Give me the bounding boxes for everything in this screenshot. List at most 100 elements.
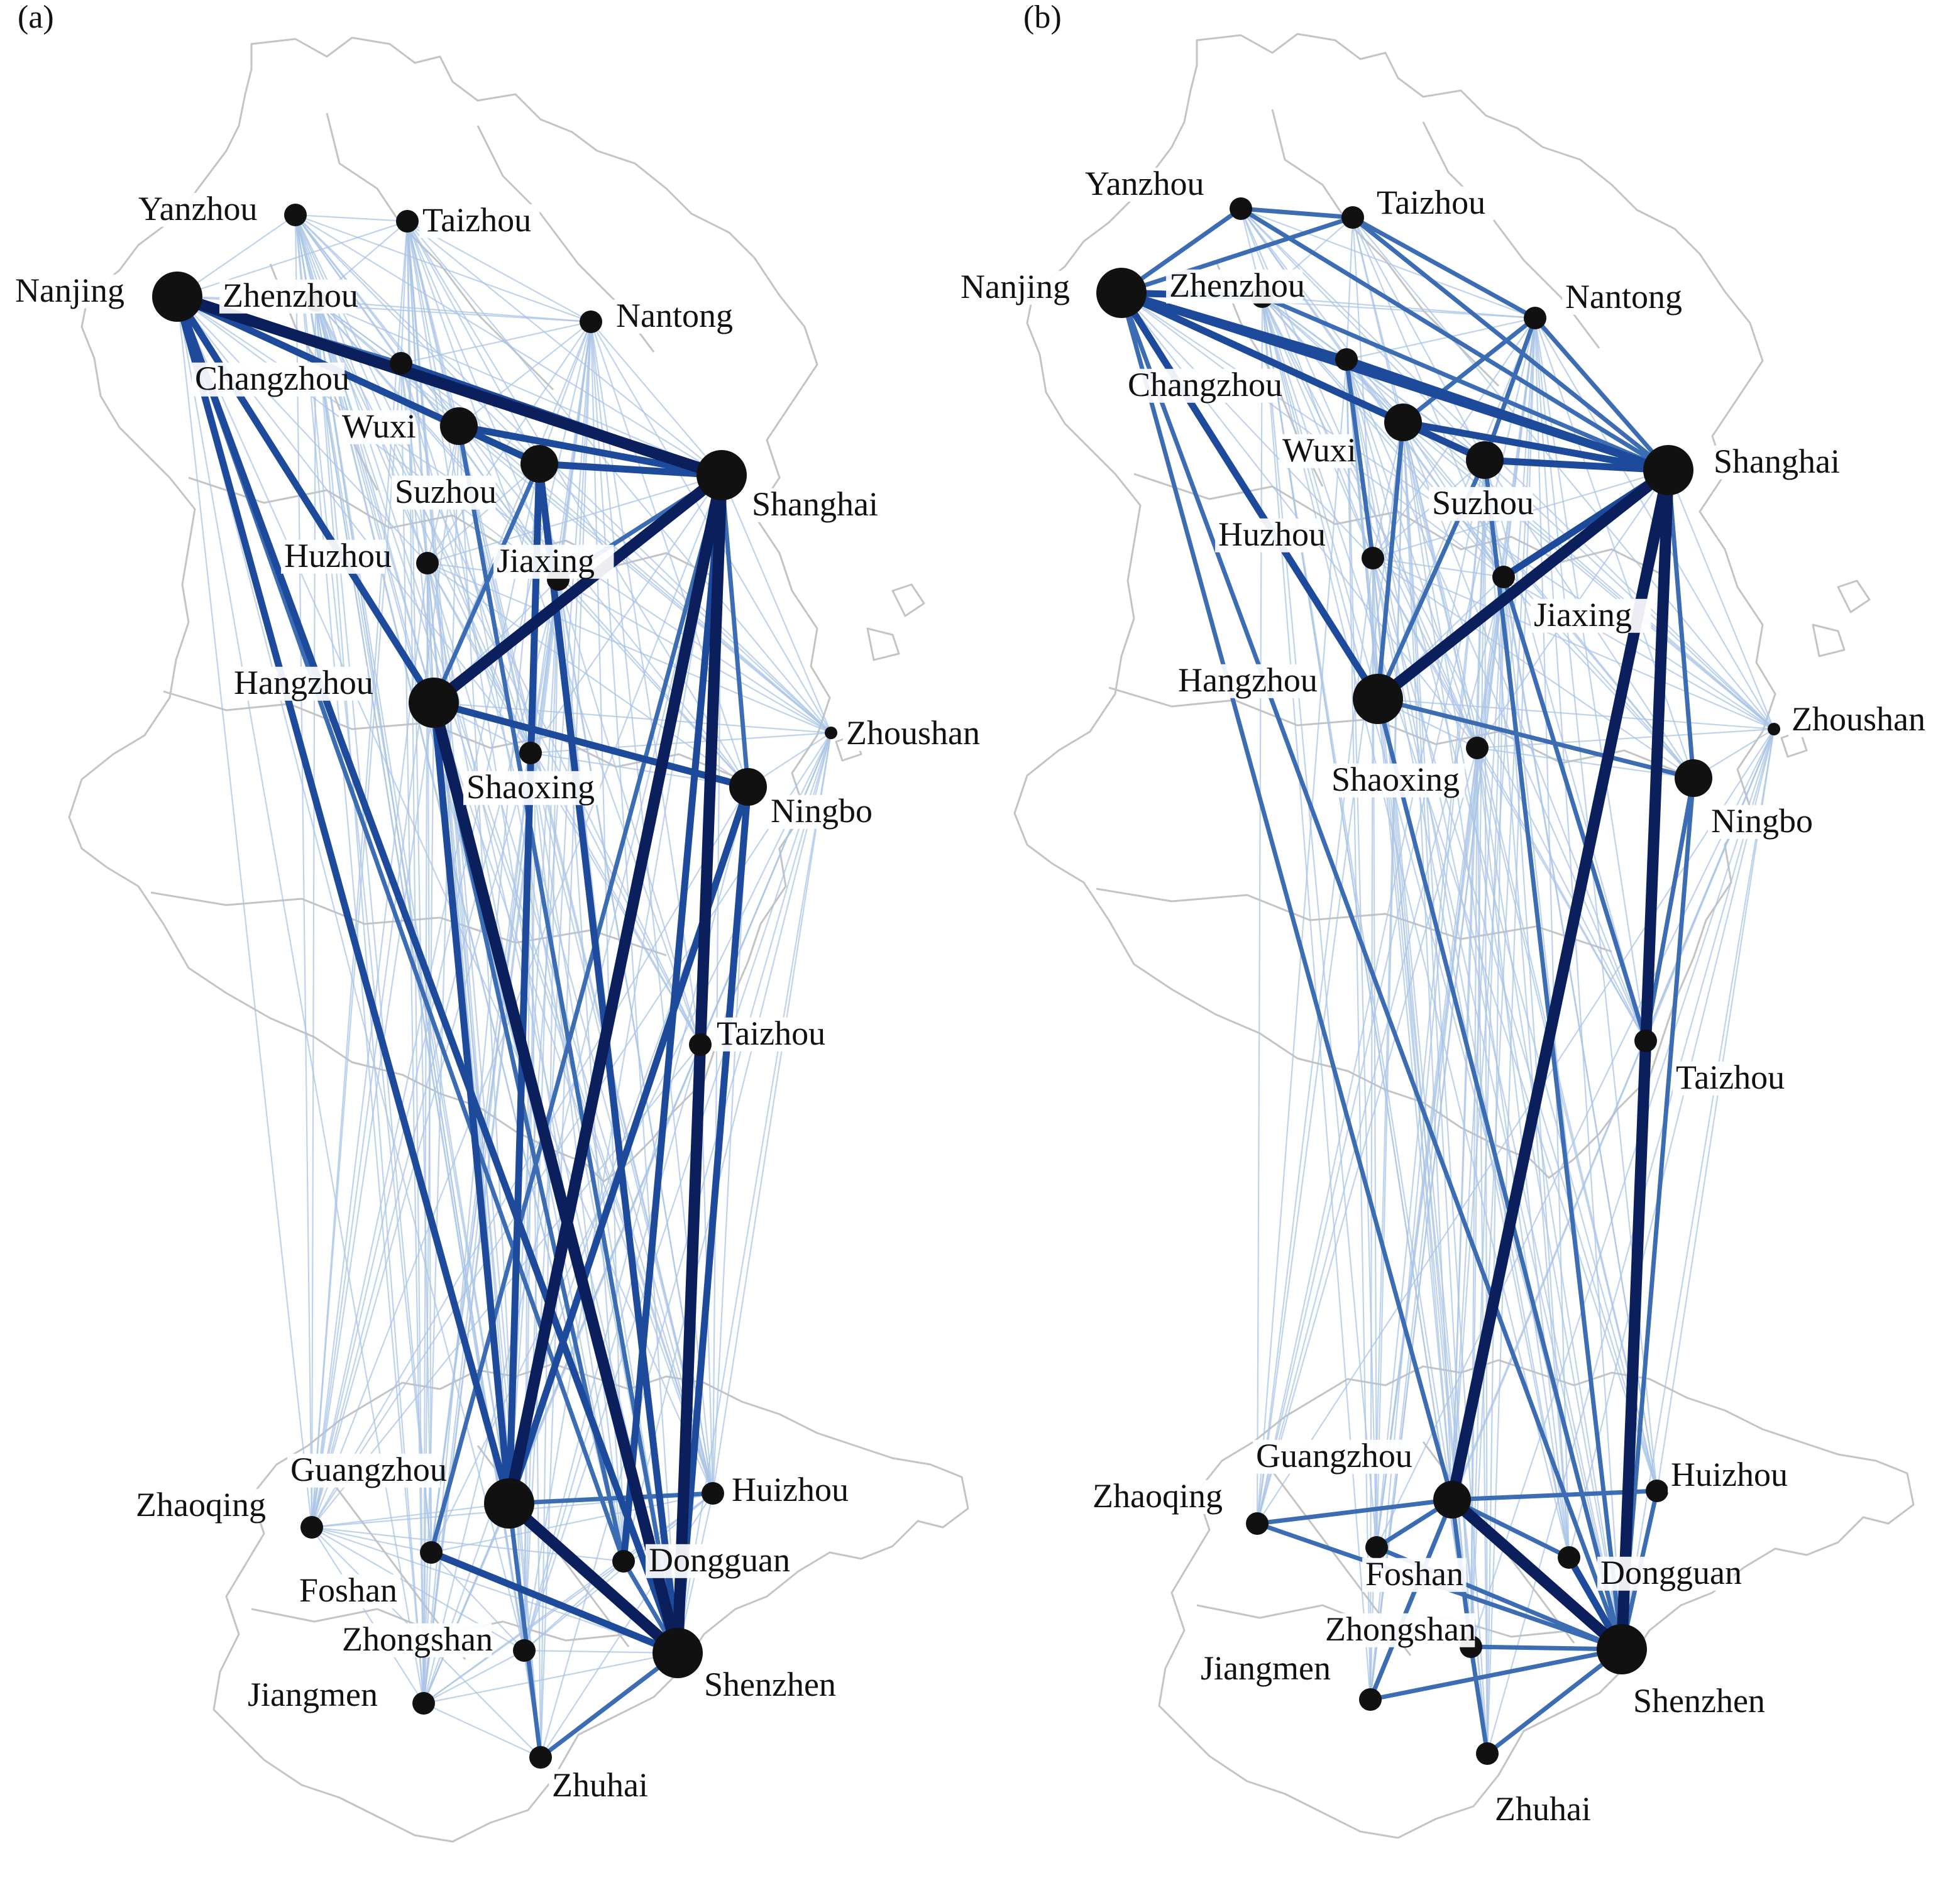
node-taizhoun	[1341, 206, 1364, 229]
panel-a-nodes	[152, 204, 837, 1769]
link-weak	[530, 732, 832, 754]
node-zhuhai	[1476, 1742, 1499, 1765]
node-yanzhou	[1230, 197, 1252, 220]
link-weak	[1402, 422, 1489, 1754]
label-guangzhou: Guangzhou	[1256, 1437, 1412, 1475]
link-weak	[1402, 422, 1775, 730]
node-nanjing	[1096, 268, 1147, 318]
link-weak	[530, 475, 722, 754]
node-jiangmen	[1359, 1688, 1382, 1711]
link-nanjing-shenzhen	[1119, 290, 1624, 1652]
link-jiangmen-shenzhen	[1368, 1647, 1624, 1702]
link-weak	[431, 1552, 525, 1651]
link-weak	[1667, 470, 1775, 730]
label-background	[1673, 1061, 1793, 1096]
label-background	[1125, 368, 1278, 403]
link-zhongshan-zhuhai	[1468, 1644, 1490, 1756]
label-nantong: Nantong	[616, 297, 733, 334]
link-weak	[314, 300, 510, 1504]
link-weak	[427, 463, 540, 564]
link-shenzhen-zhuhai	[538, 1651, 680, 1760]
link-weak	[315, 299, 592, 323]
label-background	[1788, 703, 1925, 737]
node-suzhou	[520, 445, 558, 483]
label-background	[1562, 280, 1683, 315]
label-changzhou: Changzhou	[1128, 366, 1282, 404]
label-background	[1279, 434, 1351, 468]
link-changzhou-huzhou	[1344, 357, 1375, 561]
link-weak	[1256, 747, 1478, 1524]
label-guangzhou: Guangzhou	[290, 1451, 447, 1488]
node-hangzhou	[409, 678, 459, 728]
label-background	[392, 475, 496, 510]
node-guangzhou	[1433, 1481, 1471, 1519]
basemap-boundary	[866, 627, 900, 661]
label-background	[419, 204, 540, 238]
link-weak	[311, 300, 317, 1528]
label-background	[549, 1769, 653, 1803]
link-weak	[524, 1561, 624, 1651]
node-changzhou	[390, 352, 412, 375]
label-background	[1710, 445, 1847, 480]
label-taizhoun: Taizhou	[1377, 184, 1485, 221]
label-background	[1215, 518, 1319, 552]
link-weak	[1376, 728, 1775, 1548]
link-guangzhou-shenzhen	[1446, 1494, 1627, 1655]
link-weak	[1345, 359, 1658, 1491]
label-shanghai: Shanghai	[752, 485, 878, 523]
link-weak	[1345, 359, 1472, 1647]
label-background	[1429, 486, 1533, 521]
link-wuxi-hangzhou	[1375, 420, 1406, 701]
link-weak	[295, 214, 832, 733]
link-weak	[1256, 576, 1505, 1524]
link-taizhoun-nanjing	[1119, 215, 1355, 295]
link-weak	[1369, 558, 1374, 1700]
link-weak	[311, 1526, 432, 1554]
link-weak	[458, 426, 714, 1494]
label-taizhous: Taizhou	[1676, 1058, 1785, 1096]
label-background	[245, 1678, 382, 1713]
link-weak	[294, 214, 313, 1528]
link-weak	[529, 321, 592, 754]
label-background	[1166, 269, 1303, 304]
link-nanjing-shanghai	[172, 291, 727, 481]
link-weak	[524, 1649, 678, 1654]
link-foshan-shenzhen	[427, 1549, 681, 1657]
node-huizhou	[702, 1482, 724, 1505]
basemap-boundary	[1812, 623, 1846, 657]
link-nanjing-hangzhou	[1118, 289, 1382, 703]
node-taizhous	[1634, 1030, 1657, 1052]
link-weak	[1346, 317, 1536, 361]
label-huizhou: Huizhou	[1671, 1456, 1788, 1493]
link-weak	[1121, 292, 1374, 559]
node-nanjing	[152, 272, 202, 322]
link-weak	[295, 214, 722, 476]
link-weak	[422, 475, 723, 1704]
link-weak	[529, 752, 714, 1494]
node-huizhou	[1646, 1480, 1668, 1502]
node-huzhou	[1362, 547, 1384, 569]
link-weak	[1470, 317, 1536, 1647]
label-background	[1253, 1439, 1406, 1474]
label-background	[749, 488, 886, 522]
link-weak	[427, 474, 722, 564]
link-nantong-shanghai	[1533, 316, 1671, 473]
node-shaoxing	[519, 742, 542, 764]
node-huzhou	[416, 552, 439, 574]
link-weak	[1352, 217, 1404, 423]
panel-b-links	[1118, 206, 1775, 1756]
label-background	[1175, 664, 1312, 698]
basemap-boundary	[1158, 1359, 1915, 1839]
link-guangzhou-shenzhen	[504, 1498, 683, 1659]
label-background	[135, 192, 256, 227]
link-weak	[1568, 728, 1775, 1558]
basemap-boundary	[1108, 686, 1688, 777]
label-shenzhen: Shenzhen	[1633, 1682, 1765, 1720]
link-shanghai-guangzhou	[1446, 464, 1674, 1505]
link-weak	[311, 1502, 510, 1529]
link-weak	[1656, 728, 1775, 1491]
link-changzhou-shanghai	[1343, 356, 1672, 474]
link-nanjing-guangzhou	[1119, 290, 1455, 1502]
link-nanjing-shenzhen	[173, 293, 681, 1657]
link-weak	[1470, 459, 1486, 1647]
